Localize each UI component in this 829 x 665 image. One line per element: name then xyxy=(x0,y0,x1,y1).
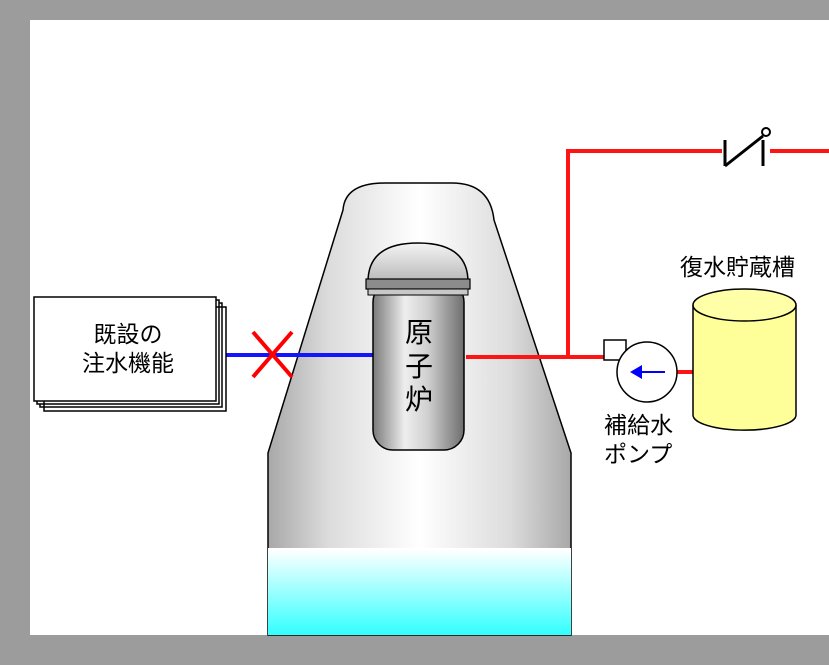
condensate-storage-tank xyxy=(692,288,797,431)
failure-x-mark xyxy=(251,330,294,379)
reactor-label-char1: 原 xyxy=(404,316,433,349)
existing-injection-box xyxy=(33,296,227,412)
existing-injection-label-line2: 注水機能 xyxy=(82,350,174,377)
existing-injection-label: 既設の 注水機能 xyxy=(81,321,175,379)
makeup-water-line xyxy=(466,149,829,374)
reactor-label-char2: 子 xyxy=(404,349,433,383)
makeup-pump xyxy=(603,339,678,403)
reactor-label: 原 子 炉 xyxy=(404,316,434,417)
flow-direction-arrow-icon xyxy=(630,365,642,379)
reactor-pressure-vessel xyxy=(365,242,471,451)
makeup-pump-label-line2: ポンプ xyxy=(604,441,673,468)
suppression-pool-water xyxy=(268,549,571,635)
reactor-label-char3: 炉 xyxy=(404,383,433,417)
makeup-pump-label: 補給水 ポンプ xyxy=(604,412,673,470)
makeup-pump-label-line1: 補給水 xyxy=(604,413,673,439)
existing-injection-label-line1: 既設の xyxy=(93,322,163,348)
condensate-tank-label: 復水貯蔵槽 xyxy=(680,255,795,281)
check-valve-icon xyxy=(723,127,771,168)
